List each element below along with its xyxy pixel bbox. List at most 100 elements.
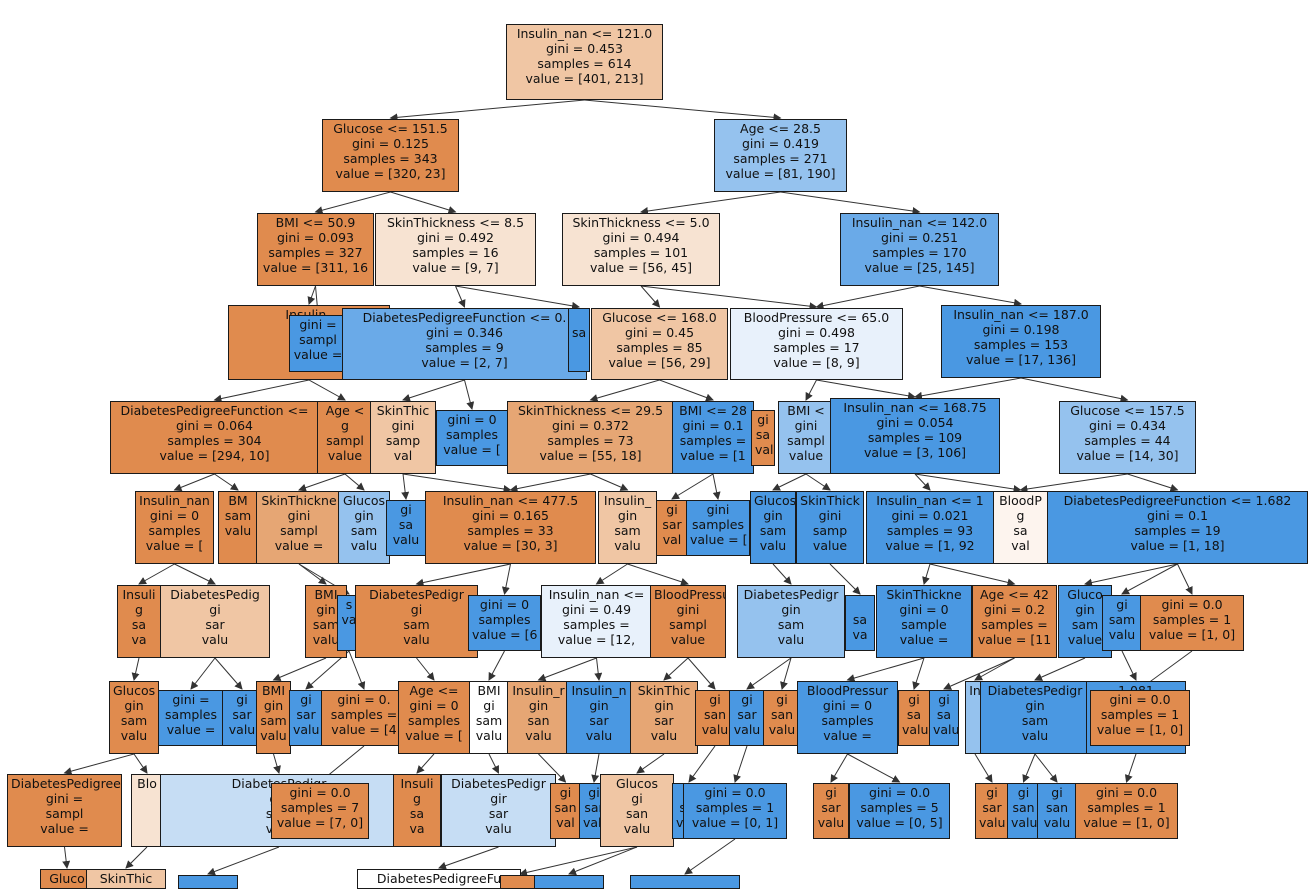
- node-text-line: sa: [906, 707, 922, 722]
- node-text-line: gin: [654, 698, 674, 713]
- tree-edge: [1127, 473, 1179, 492]
- node-text-line: DiabetesPedigreeFunction <=: [120, 403, 309, 418]
- tree-edge: [464, 379, 475, 410]
- tree-edge: [746, 657, 792, 690]
- node-text-line: value = [25, 145]: [864, 260, 975, 275]
- node-text-line: sar: [821, 800, 841, 815]
- tree-edge: [537, 657, 597, 682]
- node-text-line: valu: [525, 728, 552, 743]
- tree-node: SkinThic: [86, 869, 166, 889]
- node-text-line: valu: [933, 722, 959, 737]
- node-text-line: gini = 0.1: [1146, 508, 1209, 523]
- tree-node: [630, 875, 740, 889]
- node-text-line: valu: [475, 728, 503, 743]
- node-text-line: samples =: [981, 617, 1048, 632]
- tree-edge: [829, 563, 861, 595]
- tree-edge: [772, 473, 807, 491]
- node-text-line: sampl: [669, 617, 707, 632]
- node-text-line: gin: [763, 508, 783, 523]
- node-text-line: sam: [224, 508, 252, 523]
- node-text-line: sampl: [45, 806, 84, 821]
- tree-edge: [590, 473, 629, 491]
- node-text-line: sa: [131, 617, 147, 632]
- node-text-line: DiabetesPedigr: [451, 776, 546, 791]
- node-text-line: gini =: [45, 791, 84, 806]
- node-text-line: gini = 0.054: [876, 415, 954, 430]
- node-text-line: In: [969, 683, 981, 698]
- tree-edge: [640, 285, 818, 311]
- node-text-line: valu: [293, 722, 320, 737]
- node-text-line: value = [2, 7]: [421, 355, 508, 370]
- node-text-line: gin: [781, 602, 801, 617]
- node-text-line: valu: [733, 722, 761, 737]
- node-text-line: sam: [260, 713, 287, 728]
- node-text-line: samp: [812, 523, 848, 538]
- node-text-line: value = [6: [472, 627, 538, 642]
- tree-edge: [912, 657, 925, 690]
- node-text-line: gini = 0.: [337, 692, 391, 707]
- node-text-line: value = [56, 29]: [608, 355, 711, 370]
- node-text-line: samples = 170: [872, 245, 967, 260]
- tree-edge: [922, 563, 931, 585]
- tree-edge: [488, 753, 499, 774]
- tree-edge: [133, 753, 148, 774]
- node-text-line: gini = 0.093: [276, 230, 354, 245]
- node-text-line: Glucose <= 168.0: [602, 310, 717, 325]
- node-text-line: val: [662, 532, 682, 547]
- node-text-line: gini = 0.492: [416, 230, 494, 245]
- node-text-line: BMI <: [787, 403, 825, 418]
- tree-edge: [627, 563, 689, 586]
- node-text-line: valu: [777, 632, 805, 647]
- node-text-line: gini = 0: [899, 602, 949, 617]
- node-text-line: value = [4: [331, 722, 397, 737]
- node-text-line: sam: [1071, 617, 1099, 632]
- node-text-line: value = [17, 136]: [965, 352, 1077, 367]
- node-text-line: value = [1, 0]: [1148, 627, 1236, 642]
- node-text-line: value = [81, 190]: [725, 166, 836, 181]
- node-text-line: g: [413, 791, 421, 806]
- node-text-line: BMI <= 50.9: [275, 215, 356, 230]
- node-text-line: sam: [1021, 713, 1049, 728]
- node-text-line: value = [9, 7]: [412, 260, 499, 275]
- node-text-line: samples = 33: [467, 523, 554, 538]
- node-text-line: gini =: [172, 692, 210, 707]
- node-text-line: valu: [228, 722, 256, 737]
- node-text-line: sampl: [326, 433, 364, 448]
- node-text-line: value = [0, 5]: [856, 815, 943, 830]
- tree-edge: [663, 657, 689, 681]
- node-text-line: san: [770, 707, 794, 722]
- tree-edge: [974, 753, 993, 783]
- node-text-line: samples = 109: [867, 430, 963, 445]
- node-text-line: Insulin_: [603, 493, 652, 508]
- node-text-line: gi: [236, 692, 248, 707]
- node-text-line: [572, 340, 586, 355]
- node-text-line: val: [393, 448, 413, 463]
- node-text-line: sa: [1013, 523, 1028, 538]
- node-text-line: gin: [617, 508, 638, 523]
- node-text-line: value = [1: [680, 448, 746, 463]
- node-text-line: gin: [589, 698, 609, 713]
- node-text-line: gini: [287, 508, 311, 523]
- node-text-line: gini = 0.2: [983, 602, 1046, 617]
- node-text-line: val: [755, 442, 774, 457]
- node-text-line: gini = 0: [149, 508, 200, 523]
- node-text-line: value = [7, 0]: [276, 815, 364, 830]
- node-text-line: Insulin_nan <= 1: [876, 493, 984, 508]
- node-text-line: samples = 7: [280, 800, 360, 815]
- node-text-line: valu: [650, 728, 678, 743]
